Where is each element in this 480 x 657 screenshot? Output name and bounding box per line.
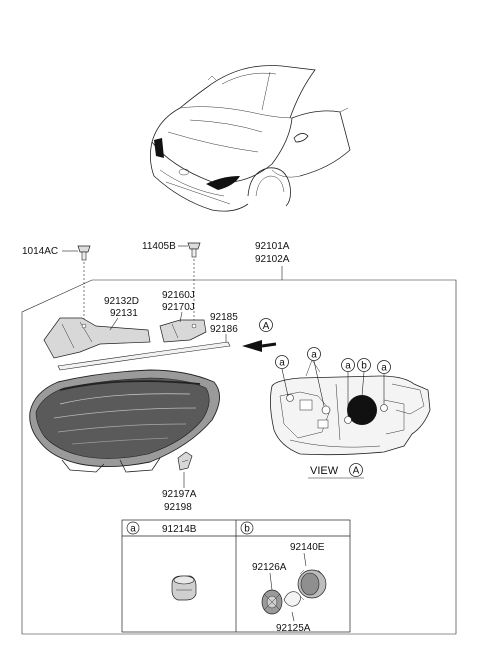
holder-92126A <box>261 589 283 615</box>
part-label-92131: 92131 <box>110 308 138 319</box>
legend-key-b: b <box>244 524 250 535</box>
part-label-92198: 92198 <box>164 502 192 513</box>
view-marker-letter: A <box>263 321 270 332</box>
svg-text:b: b <box>361 361 367 372</box>
svg-text:a: a <box>279 358 285 369</box>
view-caption-letter: A <box>353 466 360 477</box>
strip-92185 <box>57 341 231 371</box>
bulb-92125A <box>283 591 301 607</box>
legend-part-92140E: 92140E <box>290 542 325 553</box>
view-caption: VIEW <box>310 465 339 477</box>
callout-a-2: a <box>307 347 325 407</box>
legend-key-a: a <box>130 524 136 535</box>
part-label-92132D: 92132D <box>104 296 139 307</box>
part-label-92197A: 92197A <box>162 489 197 500</box>
part-label-11405B: 11405B <box>142 241 176 252</box>
part-label-1014AC: 1014AC <box>22 246 58 257</box>
part-label-92185: 92185 <box>210 312 238 323</box>
part-label-92101A: 92101A <box>255 241 290 252</box>
cover-92160J <box>159 319 207 343</box>
part-label-92186: 92186 <box>210 324 238 335</box>
part-label-92160J: 92160J <box>162 290 195 301</box>
part-label-92170J: 92170J <box>162 302 195 313</box>
callout-a-4: a <box>377 360 391 404</box>
legend-part-92125A: 92125A <box>276 623 311 634</box>
callout-a-3: a <box>341 358 355 416</box>
rear-view-lamp <box>270 359 431 456</box>
bolt-1014AC <box>77 245 91 261</box>
view-caption-marker <box>349 463 363 477</box>
svg-text:a: a <box>345 361 351 372</box>
cap-92140E <box>297 569 327 601</box>
view-marker-circle <box>259 318 273 332</box>
part-label-92102A: 92102A <box>255 254 290 265</box>
bolt-11405B <box>187 242 201 258</box>
legend-part-92126A: 92126A <box>252 562 287 573</box>
view-arrow <box>242 340 262 352</box>
callout-b: b <box>357 358 371 397</box>
svg-text:a: a <box>311 350 317 361</box>
legend-part-91214B: 91214B <box>162 524 197 535</box>
socket-91214B <box>171 575 197 601</box>
legend-table <box>121 519 351 633</box>
assembly-outline <box>21 279 457 635</box>
headlamp-assembly <box>29 369 220 473</box>
car-illustration <box>150 65 351 212</box>
callout-a-1: a <box>275 355 289 397</box>
clip-92197A <box>177 451 193 471</box>
svg-text:a: a <box>381 363 387 374</box>
bracket-92132D <box>43 317 151 359</box>
